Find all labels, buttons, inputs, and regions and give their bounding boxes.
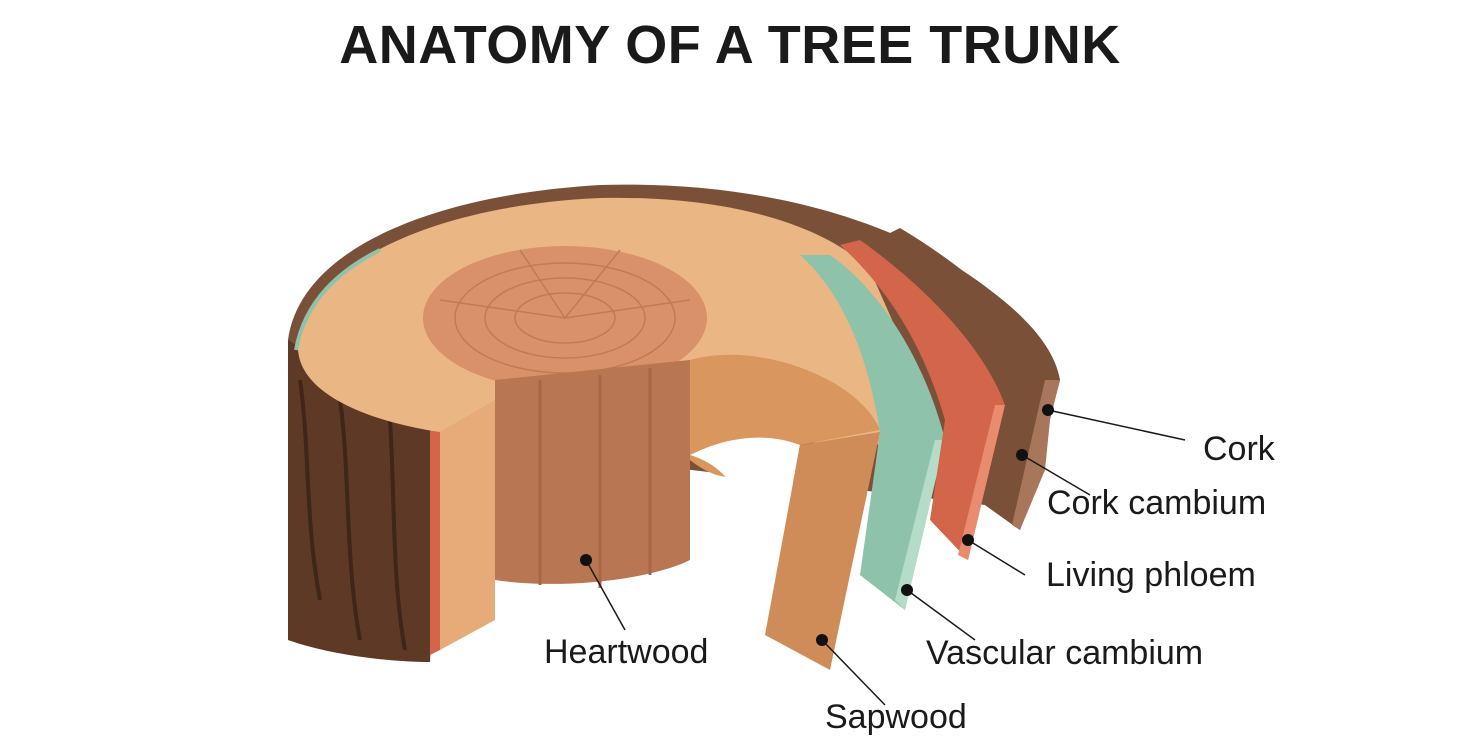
sapwood-right-face xyxy=(765,432,880,670)
sapwood-left-face xyxy=(440,400,495,650)
page-title: ANATOMY OF A TREE TRUNK xyxy=(339,15,1121,75)
living-phloem-layer xyxy=(840,240,1005,560)
label-cork-cambium: Cork cambium xyxy=(1047,484,1267,522)
label-heartwood: Heartwood xyxy=(544,633,709,671)
living-phloem-marker xyxy=(962,534,974,546)
cork-cambium-marker xyxy=(1016,449,1028,461)
heartwood-marker xyxy=(580,554,592,566)
label-cork: Cork xyxy=(1203,430,1275,468)
sapwood-marker xyxy=(816,634,828,646)
heartwood-side xyxy=(495,360,690,584)
label-sapwood: Sapwood xyxy=(825,698,967,736)
label-vascular-cambium: Vascular cambium xyxy=(926,634,1204,672)
vascular-cambium-layer xyxy=(800,255,945,610)
cork-marker xyxy=(1042,404,1054,416)
label-living-phloem: Living phloem xyxy=(1046,556,1256,594)
cork-layer xyxy=(880,228,1060,530)
vascular-cambium-marker xyxy=(901,584,913,596)
